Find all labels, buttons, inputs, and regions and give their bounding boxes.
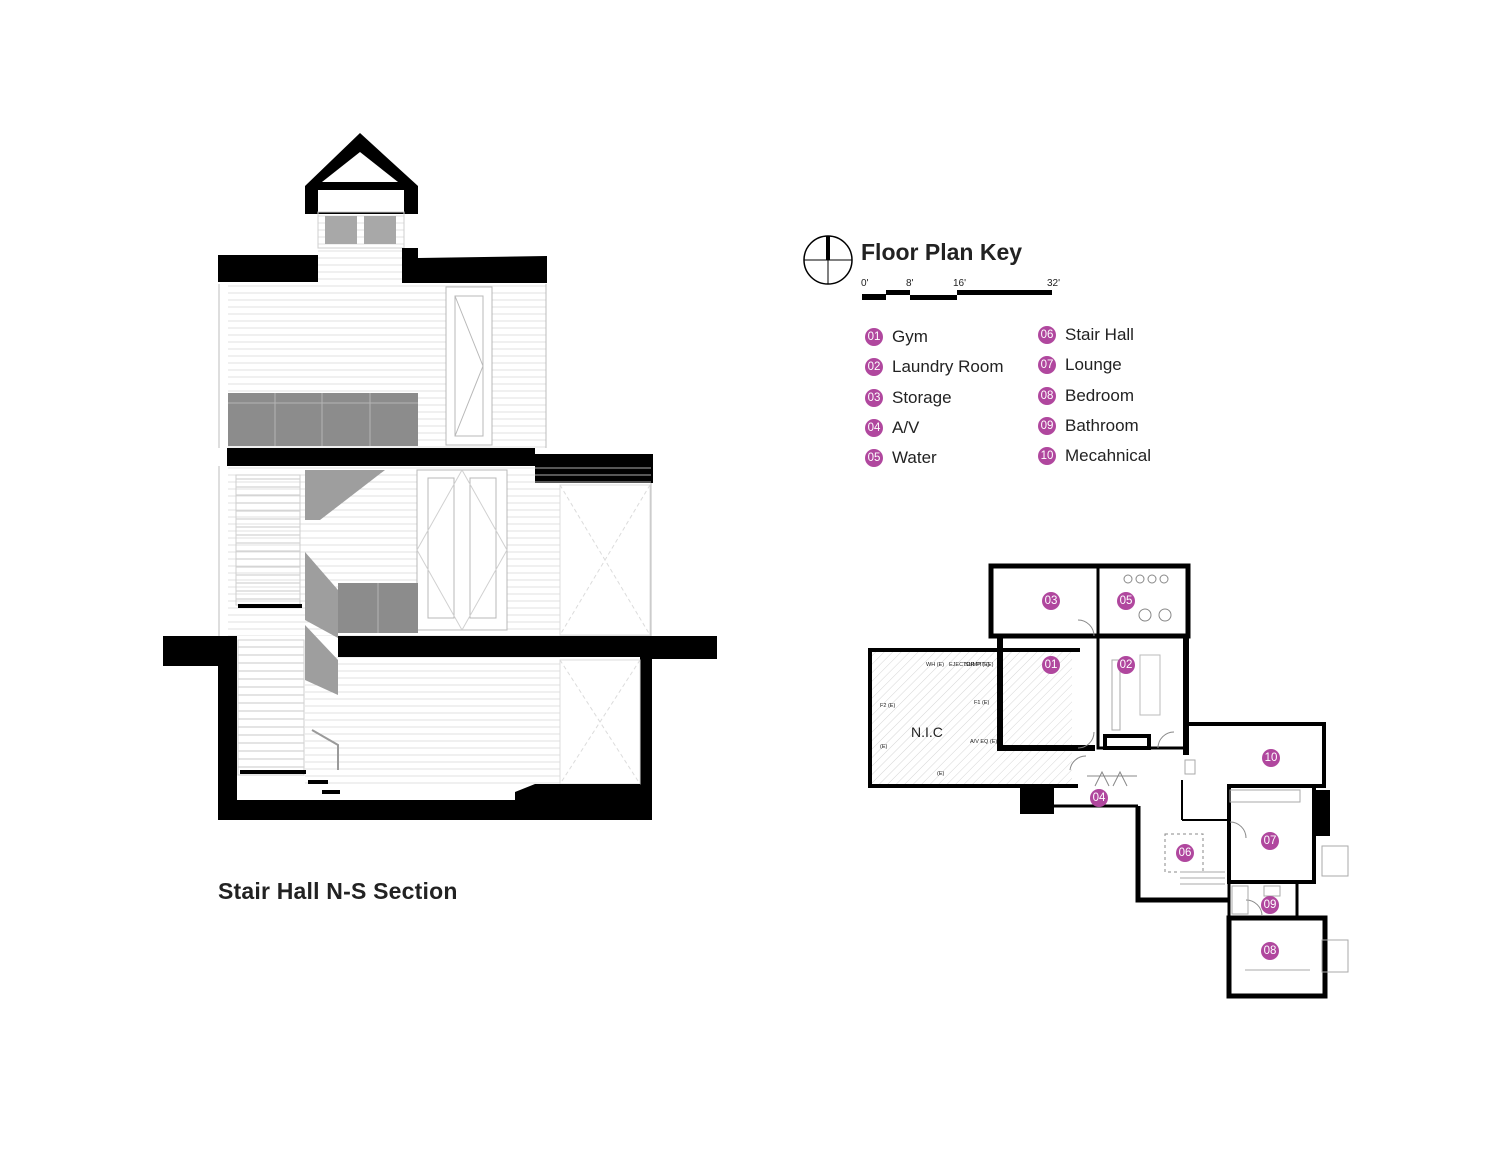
- key-badge: 05: [865, 449, 883, 468]
- room-tag-lounge: 07: [1261, 832, 1288, 850]
- floor-plan-key-title: Floor Plan Key: [861, 239, 1023, 265]
- cupola: [305, 133, 418, 280]
- grade-left: [163, 636, 218, 666]
- section-title: Stair Hall N-S Section: [218, 878, 458, 904]
- key-label: Stair Hall: [1065, 325, 1134, 345]
- key-label: Storage: [892, 387, 952, 407]
- room-tag-laundry: 02: [1117, 656, 1144, 674]
- room-tag-badge: 05: [1117, 592, 1135, 610]
- key-item-bedroom: 08 Bedroom: [1038, 381, 1151, 411]
- basement-floor-plan: N.I.C WH (E) EJECTOR PIT (E) SUMP (E) F2…: [868, 563, 1349, 999]
- equipment-label: F2 (E): [880, 703, 895, 709]
- cupola-window-left: [325, 216, 357, 244]
- key-label: Mecahnical: [1065, 446, 1151, 466]
- scale-label-16: 16': [953, 278, 967, 289]
- key-label: A/V: [892, 418, 920, 438]
- scale-label-32: 32': [1047, 278, 1061, 289]
- room-tag-badge: 06: [1176, 844, 1194, 862]
- key-column-right: 06 Stair Hall 07 Lounge 08 Bedroom 09 Bathro…: [1038, 320, 1151, 471]
- room-tag-stair-hall: 06: [1176, 844, 1203, 862]
- equipment-label: (E): [937, 771, 945, 777]
- basement-level: [218, 625, 652, 820]
- room-tag-badge: 09: [1261, 896, 1279, 914]
- key-badge: 04: [865, 419, 883, 438]
- key-badge: 08: [1038, 386, 1056, 405]
- nic-area: [872, 650, 1072, 784]
- north-arrow-icon: [803, 235, 853, 285]
- upper-door: [445, 286, 493, 446]
- room-tag-bathroom: 09: [1261, 896, 1288, 914]
- main-floor-slab: [338, 636, 650, 657]
- key-badge: 01: [865, 328, 883, 347]
- room-tag-badge: 03: [1042, 592, 1060, 610]
- scale-label-0: 0': [861, 278, 869, 289]
- key-item-water: 05 Water: [865, 443, 1004, 473]
- equipment-label: WH (E): [926, 662, 944, 668]
- equipment-label: EJECTOR PIT (E): [949, 662, 994, 668]
- stair-hall-section-drawing: [163, 133, 717, 820]
- scale-bar: [862, 290, 1052, 300]
- room-tag-badge: 10: [1262, 749, 1280, 767]
- upper-railing: [228, 393, 418, 446]
- room-tag-storage: 03: [1042, 592, 1069, 610]
- key-item-mechanical: 10 Mecahnical: [1038, 441, 1151, 471]
- key-item-av: 04 A/V: [865, 413, 1004, 443]
- cupola-window-right: [364, 216, 396, 244]
- key-item-storage: 03 Storage: [865, 383, 1004, 413]
- key-label: Lounge: [1065, 355, 1122, 375]
- key-label: Gym: [892, 327, 928, 347]
- room-tag-av: 04: [1090, 789, 1117, 807]
- key-badge: 06: [1038, 326, 1056, 345]
- room-tag-bedroom: 08: [1261, 942, 1288, 960]
- scale-label-8: 8': [906, 278, 914, 289]
- room-tag-badge: 08: [1261, 942, 1279, 960]
- room-tag-badge: 01: [1042, 656, 1060, 674]
- key-label: Laundry Room: [892, 357, 1004, 377]
- room-tag-water: 05: [1117, 592, 1144, 610]
- upper-floor-slab: [227, 448, 535, 466]
- key-column-left: 01 Gym 02 Laundry Room 03 Storage 04 A/V 05 W…: [865, 322, 1004, 473]
- nic-label: N.I.C: [911, 724, 943, 740]
- key-item-lounge: 07 Lounge: [1038, 350, 1151, 380]
- room-tag-mechanical: 10: [1262, 749, 1289, 767]
- key-badge: 03: [865, 388, 883, 407]
- key-item-laundry: 02 Laundry Room: [865, 352, 1004, 382]
- equipment-label: (E): [880, 744, 888, 750]
- middle-level: [218, 466, 652, 638]
- equipment-label: A/V EQ (E): [970, 739, 997, 745]
- key-badge: 07: [1038, 356, 1056, 375]
- key-item-gym: 01 Gym: [865, 322, 1004, 352]
- equipment-label: F1 (E): [974, 700, 989, 706]
- key-item-bathroom: 09 Bathroom: [1038, 411, 1151, 441]
- grade-right: [650, 636, 717, 659]
- room-tag-gym: 01: [1042, 656, 1069, 674]
- room-tag-badge: 04: [1090, 789, 1108, 807]
- key-label: Bedroom: [1065, 385, 1134, 405]
- room-tag-badge: 07: [1261, 832, 1279, 850]
- key-badge: 10: [1038, 447, 1056, 466]
- key-badge: 02: [865, 358, 883, 377]
- key-item-stair-hall: 06 Stair Hall: [1038, 320, 1151, 350]
- room-tag-badge: 02: [1117, 656, 1135, 674]
- key-label: Bathroom: [1065, 416, 1139, 436]
- key-badge: 09: [1038, 417, 1056, 436]
- key-label: Water: [892, 448, 937, 468]
- equipment-label: SUMP (E): [965, 662, 990, 668]
